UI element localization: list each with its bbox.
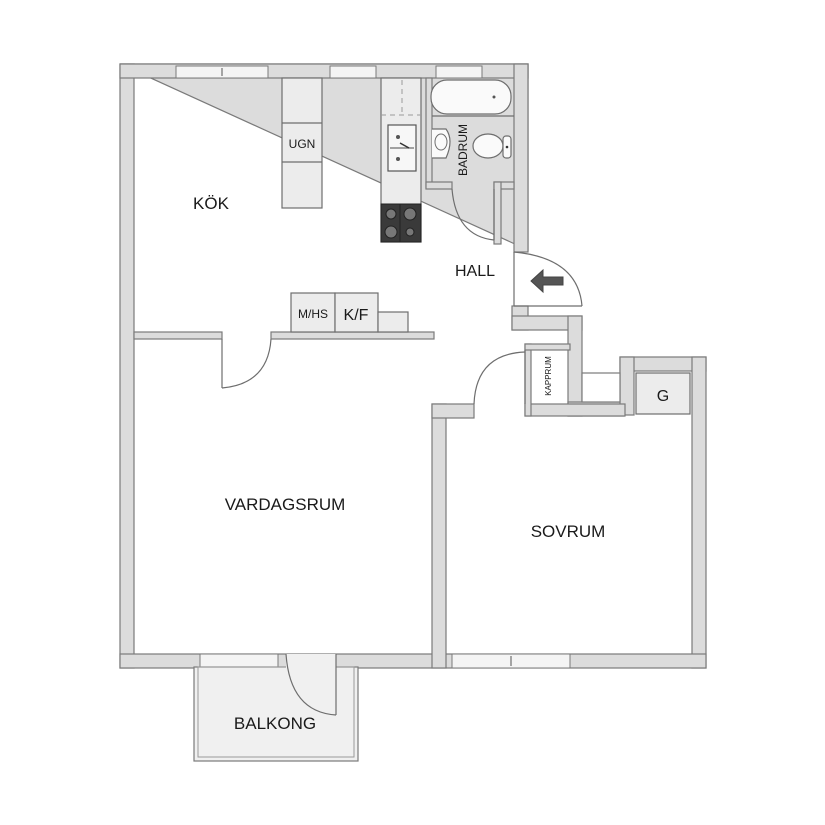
wardrobe — [635, 372, 691, 415]
label-hall: HALL — [455, 263, 495, 280]
entrance-arrow-icon — [530, 268, 564, 294]
windows — [175, 65, 571, 669]
label-fridge-freezer: K/F — [344, 307, 369, 324]
fridge-freezer — [334, 292, 379, 333]
label-wardrobe: G — [657, 388, 669, 405]
label-kitchen: KÖK — [193, 194, 230, 213]
label-bathroom: BADRUM — [456, 124, 470, 176]
oven-column — [281, 77, 323, 209]
label-living-room: VARDAGSRUM — [225, 495, 346, 514]
label-bedroom: SOVRUM — [531, 522, 606, 541]
doors — [221, 251, 583, 405]
window-living — [199, 653, 279, 669]
window-kitchen-2 — [329, 65, 377, 79]
bathroom-fixtures — [430, 79, 514, 241]
bathtub-icon — [430, 79, 512, 115]
label-closet: KAPPRUM — [544, 356, 553, 396]
window-bathroom — [435, 65, 483, 79]
label-balcony: BALKONG — [234, 714, 316, 733]
label-oven: UGN — [289, 137, 316, 151]
balcony — [193, 653, 359, 762]
small-cabinet — [377, 311, 409, 333]
room-labels: KÖK UGN HALL BADRUM M/HS K/F VARDAGSRUM … — [193, 124, 669, 733]
kitchen-fixtures — [281, 77, 422, 333]
label-washer-dryer: M/HS — [298, 307, 328, 321]
toilet-icon — [472, 133, 504, 159]
